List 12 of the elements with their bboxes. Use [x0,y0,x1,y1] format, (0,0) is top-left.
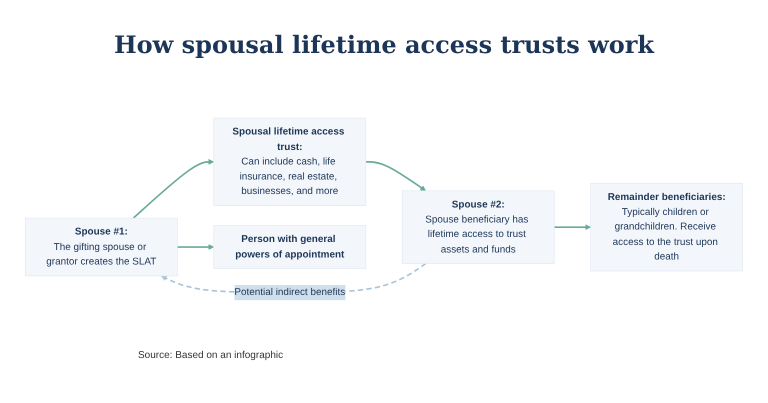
caption: Source: Based on an infographic [138,350,284,361]
node-box: Person with general powers of appointment [213,225,366,269]
node-box: Spouse #1: The gifting spouse or grantor creates the SLAT [24,218,178,276]
node-box: Spousal lifetime access trust: Can include cash, life insurance, real estate, businesses, and more [213,118,366,206]
node-box: Remainder beneficiaries: Typically children or grandchildren. Receive access to the trust upon death [590,183,744,272]
arrow [366,161,426,192]
arrow [554,224,591,230]
edge-label: Potential indirect benefits [234,286,346,298]
arrow [177,244,214,250]
node-box: Spouse #2: Spouse beneficiary has lifetime access to trust assets and funds [402,190,555,264]
arrow [132,158,214,219]
title: How spousal lifetime access trusts work [112,30,656,59]
